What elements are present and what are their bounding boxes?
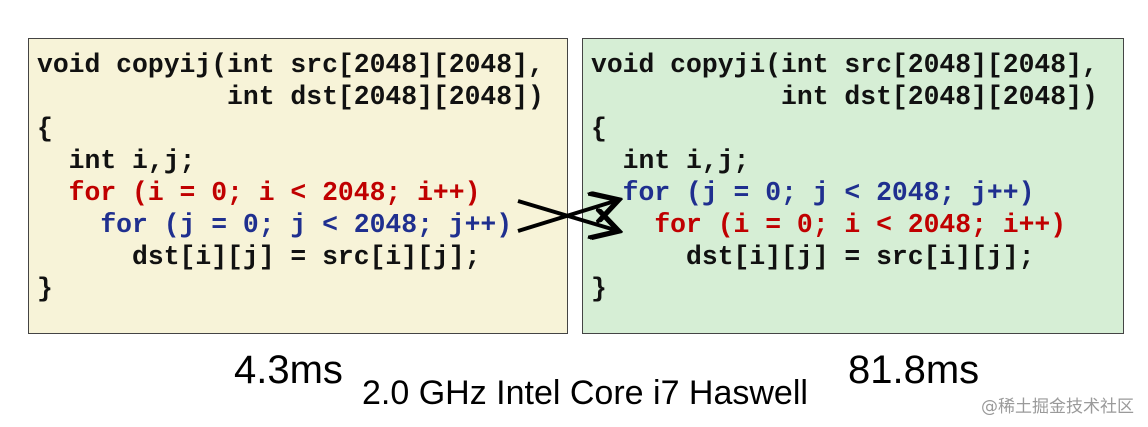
code-line: { <box>37 114 53 144</box>
code-line: dst[i][j] = src[i][j]; <box>591 242 1035 272</box>
code-line: int dst[2048][2048]) <box>591 82 1098 112</box>
copyji-timing: 81.8ms <box>848 348 980 392</box>
code-box-copyji: void copyji(int src[2048][2048], int dst… <box>582 38 1124 334</box>
inner-loop-i-line: for (i = 0; i < 2048; i++) <box>591 210 1067 240</box>
machine-label: 2.0 GHz Intel Core i7 Haswell <box>362 374 808 412</box>
code-line: void copyij(int src[2048][2048], <box>37 50 544 80</box>
code-line: int i,j; <box>37 146 196 176</box>
outer-loop-i-line: for (i = 0; i < 2048; i++) <box>37 178 481 208</box>
code-line: dst[i][j] = src[i][j]; <box>37 242 481 272</box>
code-line: { <box>591 114 607 144</box>
code-line: } <box>37 274 53 304</box>
code-line: int i,j; <box>591 146 750 176</box>
inner-loop-j-line: for (j = 0; j < 2048; j++) <box>37 210 513 240</box>
copyij-timing: 4.3ms <box>234 348 343 392</box>
watermark: @稀土掘金技术社区 <box>981 397 1134 417</box>
code-line: int dst[2048][2048]) <box>37 82 544 112</box>
outer-loop-j-line: for (j = 0; j < 2048; j++) <box>591 178 1035 208</box>
code-line: } <box>591 274 607 304</box>
code-box-copyij: void copyij(int src[2048][2048], int dst… <box>28 38 568 334</box>
code-line: void copyji(int src[2048][2048], <box>591 50 1098 80</box>
